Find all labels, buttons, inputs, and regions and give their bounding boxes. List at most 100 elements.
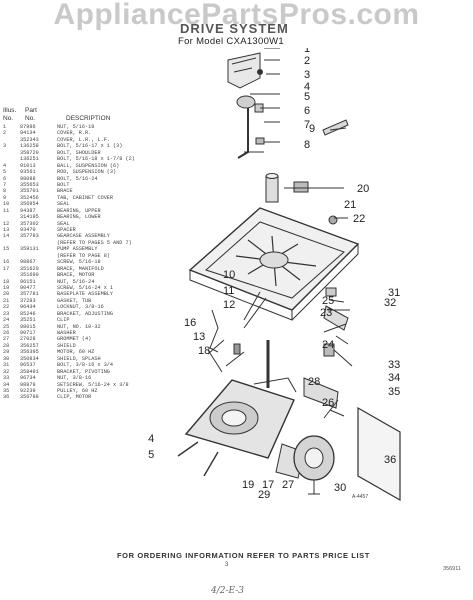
callout-1: 1	[304, 48, 310, 55]
model-subtitle: For Model CXA1300W1	[178, 36, 285, 47]
part-no-cell: 352343	[20, 136, 39, 143]
description-cell: COVER, R.R.	[57, 130, 92, 137]
splash-shield-drawing	[357, 406, 401, 502]
callout-5: 5	[304, 91, 310, 103]
illus-no-cell: 29	[3, 349, 10, 356]
callout-16: 16	[184, 317, 196, 329]
illus-no-cell: 4	[3, 162, 7, 169]
callout-28: 28	[308, 376, 320, 388]
callout-labels: 1 2 3 4 5 6 7 8 9 20 21 22 10 11 12 13 1…	[148, 48, 400, 501]
callout-24: 24	[322, 339, 334, 351]
description-cell: NUT, 5/16-24	[57, 278, 95, 285]
illus-no-cell: 8	[3, 188, 7, 195]
part-no-cell: 356954	[20, 201, 39, 208]
callout-20: 20	[357, 183, 369, 195]
description-cell: BALL, SUSPENSION (6)	[57, 162, 120, 169]
part-no-cell: 37283	[20, 297, 36, 304]
col-part-no: Part No.	[25, 107, 37, 122]
part-no-cell: 98879	[20, 381, 36, 388]
description-cell: BOLT, SHOULDER	[57, 149, 101, 156]
illus-no-cell: 30	[3, 355, 10, 362]
table-row: (REFER TO PAGES 5 AND 7)	[3, 240, 153, 246]
illus-no-cell: 27	[3, 336, 10, 343]
part-no-cell: 96434	[20, 304, 36, 311]
illus-no-cell: 13	[3, 227, 10, 233]
callout-2: 2	[304, 55, 310, 67]
part-no-cell: 356788	[20, 394, 39, 401]
part-no-cell: 92239	[20, 387, 36, 394]
part-no-cell: 351620	[20, 265, 39, 272]
part-no-cell: 355653	[20, 181, 39, 188]
callout-22: 22	[353, 213, 365, 225]
part-no-cell: 94134	[20, 130, 36, 137]
callout-12: 12	[223, 299, 235, 311]
illus-no-cell: 7	[3, 181, 7, 188]
callout-35: 35	[388, 386, 400, 398]
watermark: AppliancePartsPros.com	[53, 0, 420, 31]
callout-21: 21	[344, 199, 356, 211]
suspension-ball-drawing	[236, 95, 256, 109]
callout-33: 33	[388, 359, 400, 371]
callout-11: 11	[223, 285, 234, 297]
part-no-cell: 94387	[20, 207, 36, 214]
illus-no-cell: 5	[3, 169, 7, 176]
description-cell: GROMMET (4)	[57, 336, 92, 343]
shield-drawing	[303, 377, 339, 409]
description-cell: BOLT	[57, 181, 70, 188]
callout-14: 14	[148, 433, 154, 445]
description-cell: CLIP, MOTOR	[57, 394, 92, 401]
part-no-cell: 98088	[20, 175, 36, 182]
illus-no-cell: 2	[3, 130, 7, 137]
callout-9: 9	[309, 123, 315, 135]
illus-no-cell: 25	[3, 323, 10, 330]
illus-no-cell: 6	[3, 175, 7, 182]
ordering-info-note: FOR ORDERING INFORMATION REFER TO PARTS …	[117, 551, 370, 560]
illus-no-cell: 34	[3, 381, 10, 388]
table-row: 2 94134 COVER, R.R.	[3, 130, 153, 136]
description-cell: GEARCASE ASSEMBLY	[57, 233, 110, 240]
description-cell: SHIELD	[57, 342, 76, 349]
cabinet-tab-drawing	[322, 119, 349, 136]
part-no-cell: 96537	[20, 362, 36, 369]
description-cell: TAB, CABINET COVER	[57, 194, 114, 201]
callout-27: 27	[282, 479, 294, 491]
exploded-parts-diagram: 1 2 3 4 5 6 7 8 9 20 21 22 10 11 12 13 1…	[148, 48, 401, 502]
page-number: 3	[225, 562, 229, 568]
illus-no-cell: 28	[3, 342, 10, 349]
description-cell: CLIP	[57, 317, 70, 324]
description-cell: SEAL	[57, 201, 70, 208]
description-cell: BOLT, 3/8-16 x 3/4	[57, 362, 114, 369]
part-no-cell: 357302	[20, 220, 39, 227]
part-no-cell: 91013	[20, 162, 36, 169]
description-cell: NUT, 5/16-18	[57, 124, 95, 130]
description-cell: SPACER	[57, 227, 76, 233]
description-cell: BRACE	[57, 188, 73, 195]
description-cell: LOCKNUT, 3/8-16	[57, 304, 104, 311]
part-no-cell: 85246	[20, 310, 36, 317]
part-no-cell: 35251	[20, 317, 36, 324]
part-no-cell: 355701	[20, 188, 39, 195]
part-no-cell: 359131	[20, 246, 39, 253]
part-no-cell: 136258	[20, 143, 39, 150]
illus-no-cell: 14	[3, 233, 10, 240]
